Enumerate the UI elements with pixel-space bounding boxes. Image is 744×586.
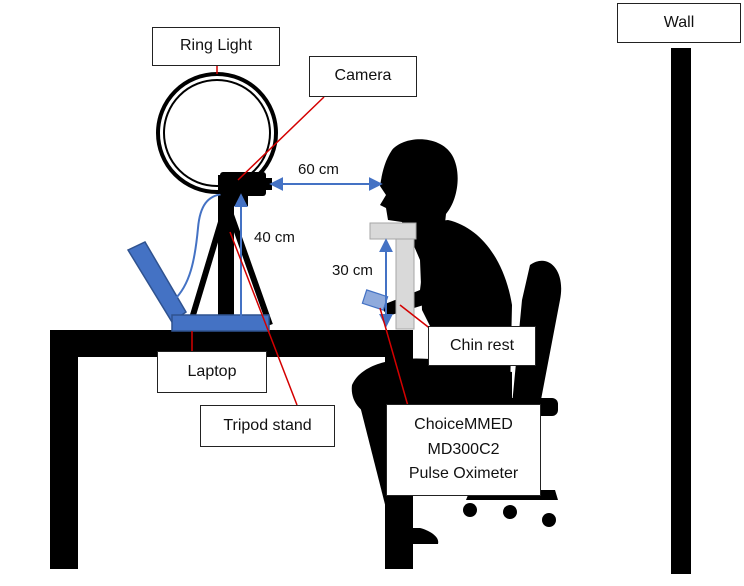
pulse-oximeter bbox=[361, 289, 389, 311]
laptop bbox=[126, 241, 270, 332]
oximeter-label-line2: MD300C2 bbox=[427, 440, 500, 458]
wall bbox=[671, 48, 691, 574]
ring-light-inner bbox=[163, 79, 271, 187]
laptop-label: Laptop bbox=[157, 351, 267, 393]
tripod-stand-label: Tripod stand bbox=[200, 405, 335, 447]
camera-label: Camera bbox=[309, 56, 417, 97]
pulse-oximeter-label: ChoiceMMED MD300C2 Pulse Oximeter bbox=[386, 404, 541, 496]
wall-label: Wall bbox=[617, 3, 741, 43]
ring-light-label: Ring Light bbox=[152, 27, 280, 66]
camera-cable bbox=[173, 193, 223, 301]
dimension-label-60cm: 60 cm bbox=[298, 161, 339, 178]
dimension-label-30cm: 30 cm bbox=[332, 262, 373, 279]
oximeter-label-line1: ChoiceMMED bbox=[414, 415, 513, 433]
leader-lines bbox=[191, 66, 433, 421]
camera-body bbox=[220, 172, 272, 206]
dimension-label-40cm: 40 cm bbox=[254, 229, 295, 246]
oximeter-label-line3: Pulse Oximeter bbox=[408, 465, 519, 483]
tripod bbox=[187, 175, 273, 327]
chin-rest bbox=[369, 222, 417, 330]
chin-rest-label: Chin rest bbox=[428, 326, 536, 366]
